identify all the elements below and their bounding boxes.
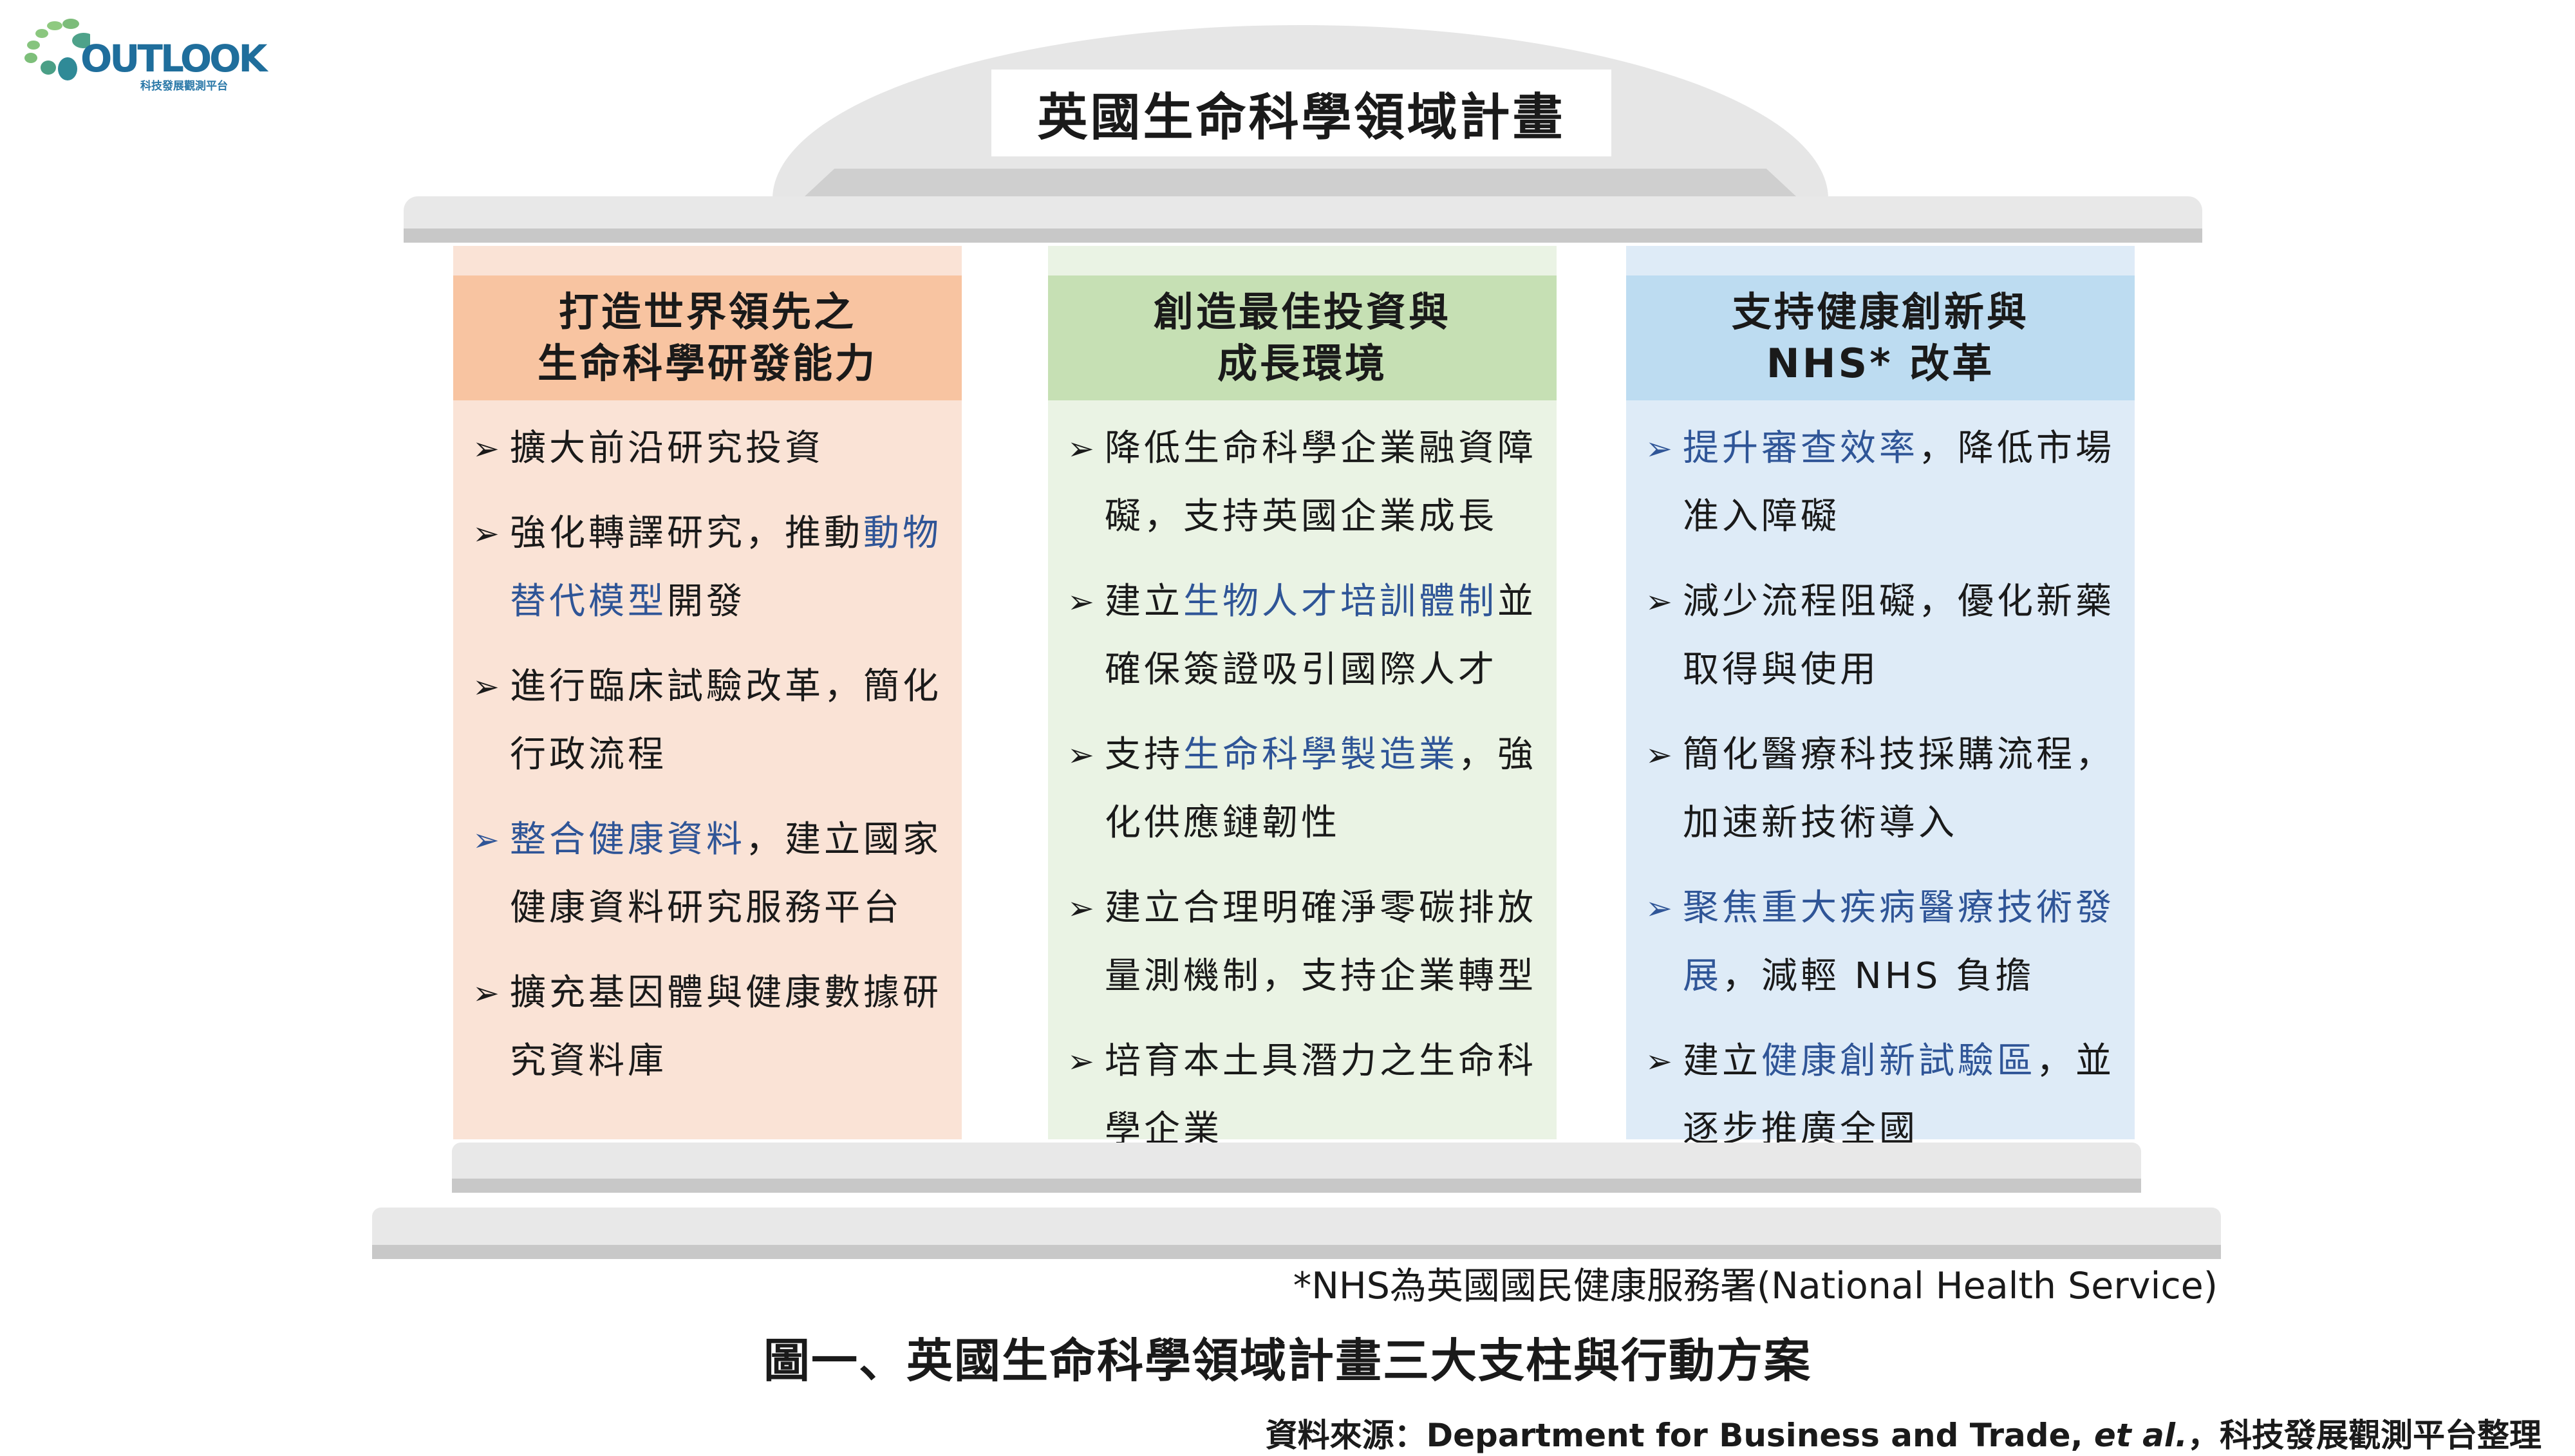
arrow-bullet-icon: ➢ xyxy=(1645,736,1676,774)
text-segment: 建立 xyxy=(1683,1040,1761,1082)
arrow-bullet-icon: ➢ xyxy=(1645,430,1676,467)
text-segment: 簡化醫療科技採購流程，加速新技術導入 xyxy=(1683,734,2115,844)
arrow-bullet-icon: ➢ xyxy=(1067,890,1098,927)
action-text: 支持生命科學製造業，強化供應鏈韌性 xyxy=(1105,721,1544,857)
figure-caption: 圖一、英國生命科學領域計畫三大支柱與行動方案 xyxy=(763,1334,1812,1388)
text-segment: 支持 xyxy=(1105,734,1183,776)
base-slab-upper xyxy=(452,1143,2141,1193)
dome-base-strip xyxy=(805,169,1796,196)
action-item: ➢建立合理明確淨零碳排放量測機制，支持企業轉型 xyxy=(1067,874,1544,1011)
action-text: 建立生物人才培訓體制並確保簽證吸引國際人才 xyxy=(1105,568,1544,704)
action-text: 強化轉譯研究，推動動物替代模型開發 xyxy=(510,499,949,636)
pillar-header: 創造最佳投資與成長環境 xyxy=(1048,275,1557,400)
text-segment: 擴大前沿研究投資 xyxy=(510,427,824,469)
logo-dots-icon xyxy=(24,19,95,80)
text-segment: ，降低市場准入障礙 xyxy=(1683,427,2115,537)
pillar-header: 打造世界領先之生命科學研發能力 xyxy=(453,275,962,400)
source-suffix: ，科技發展觀測平台整理 xyxy=(2187,1417,2542,1454)
action-text: 進行臨床試驗改革，簡化行政流程 xyxy=(510,653,949,789)
text-segment: 減少流程阻礙，優化新藥取得與使用 xyxy=(1683,581,2115,691)
action-item: ➢聚焦重大疾病醫療技術發展，減輕 NHS 負擔 xyxy=(1645,874,2122,1011)
source-etal: et al. xyxy=(2093,1417,2187,1454)
pillar-header-line: NHS* 改革 xyxy=(1766,340,1995,387)
arrow-bullet-icon: ➢ xyxy=(473,821,503,859)
action-item: ➢擴大前沿研究投資 xyxy=(473,415,949,483)
top-slab xyxy=(404,196,2202,243)
text-segment: 進行臨床試驗改革，簡化行政流程 xyxy=(510,666,942,776)
pillar-header-line: 打造世界領先之 xyxy=(558,288,856,335)
pillar-header: 支持健康創新與 NHS* 改革 xyxy=(1626,275,2135,400)
arrow-bullet-icon: ➢ xyxy=(1067,430,1098,467)
source-prefix: 資料來源：Department for Business and Trade, xyxy=(1265,1417,2094,1454)
arrow-bullet-icon: ➢ xyxy=(1645,890,1676,927)
text-segment: 建立 xyxy=(1105,581,1183,622)
action-text: 擴大前沿研究投資 xyxy=(510,415,949,483)
outlook-logo: OUTLOOK 科技發展觀測平台 xyxy=(19,10,267,93)
action-item: ➢強化轉譯研究，推動動物替代模型開發 xyxy=(473,499,949,636)
arrow-bullet-icon: ➢ xyxy=(473,430,503,467)
action-item: ➢支持生命科學製造業，強化供應鏈韌性 xyxy=(1067,721,1544,857)
logo-wordmark: OUTLOOK xyxy=(80,37,267,80)
arrow-bullet-icon: ➢ xyxy=(1645,1043,1676,1080)
arrow-bullet-icon: ➢ xyxy=(473,668,503,705)
arrow-bullet-icon: ➢ xyxy=(473,975,503,1012)
action-text: 整合健康資料，建立國家健康資料研究服務平台 xyxy=(510,806,949,942)
pillar-header-line: 生命科學研發能力 xyxy=(537,340,877,387)
diagram-title: 英國生命科學領域計畫 xyxy=(991,70,1611,156)
highlighted-text: 生物人才培訓體制 xyxy=(1183,581,1497,622)
action-text: 建立合理明確淨零碳排放量測機制，支持企業轉型 xyxy=(1105,874,1544,1011)
highlighted-text: 聚焦重大疾病醫療技術發展 xyxy=(1683,887,2115,997)
text-segment: 並確保簽證吸引國際人才 xyxy=(1105,581,1537,691)
text-segment: ，強化供應鏈韌性 xyxy=(1105,734,1537,844)
action-text: 聚焦重大疾病醫療技術發展，減輕 NHS 負擔 xyxy=(1683,874,2122,1011)
action-item: ➢建立生物人才培訓體制並確保簽證吸引國際人才 xyxy=(1067,568,1544,704)
pillar-column: 打造世界領先之生命科學研發能力➢擴大前沿研究投資➢強化轉譯研究，推動動物替代模型… xyxy=(453,246,962,1139)
action-text: 提升審查效率，降低市場准入障礙 xyxy=(1683,415,2122,551)
text-segment: ，建立國家健康資料研究服務平台 xyxy=(510,819,942,929)
text-segment: 擴充基因體與健康數據研究資料庫 xyxy=(510,972,942,1082)
source-note: 資料來源：Department for Business and Trade, … xyxy=(1266,1410,2542,1456)
text-segment: 強化轉譯研究，推動 xyxy=(510,512,863,554)
action-text: 減少流程阻礙，優化新藥取得與使用 xyxy=(1683,568,2122,704)
text-segment: 建立合理明確淨零碳排放量測機制，支持企業轉型 xyxy=(1105,887,1537,997)
action-item: ➢簡化醫療科技採購流程，加速新技術導入 xyxy=(1645,721,2122,857)
action-text: 擴充基因體與健康數據研究資料庫 xyxy=(510,959,949,1096)
arrow-bullet-icon: ➢ xyxy=(1067,583,1098,621)
highlighted-text: 生命科學製造業 xyxy=(1183,734,1458,776)
highlighted-text: 動物替代模型 xyxy=(510,512,942,622)
arrow-bullet-icon: ➢ xyxy=(1645,583,1676,621)
base-slab-lower xyxy=(372,1208,2221,1259)
footnote: *NHS為英國國民健康服務署(National Health Service) xyxy=(1293,1265,2218,1307)
action-list: ➢提升審查效率，降低市場准入障礙➢減少流程阻礙，優化新藥取得與使用➢簡化醫療科技… xyxy=(1645,415,2122,1181)
arrow-bullet-icon: ➢ xyxy=(473,515,503,552)
action-text: 簡化醫療科技採購流程，加速新技術導入 xyxy=(1683,721,2122,857)
pillar-header-line: 成長環境 xyxy=(1217,340,1387,387)
arrow-bullet-icon: ➢ xyxy=(1067,1043,1098,1080)
action-list: ➢降低生命科學企業融資障礙，支持英國企業成長➢建立生物人才培訓體制並確保簽證吸引… xyxy=(1067,415,1544,1181)
text-segment: 開發 xyxy=(667,581,745,622)
action-list: ➢擴大前沿研究投資➢強化轉譯研究，推動動物替代模型開發➢進行臨床試驗改革，簡化行… xyxy=(473,415,949,1112)
logo-subtitle: 科技發展觀測平台 xyxy=(140,80,228,93)
highlighted-text: 提升審查效率 xyxy=(1683,427,1918,469)
pillar-header-line: 支持健康創新與 xyxy=(1731,288,2029,335)
pillar-column: 創造最佳投資與成長環境➢降低生命科學企業融資障礙，支持英國企業成長➢建立生物人才… xyxy=(1048,246,1557,1150)
action-item: ➢擴充基因體與健康數據研究資料庫 xyxy=(473,959,949,1096)
text-segment: ，減輕 NHS 負擔 xyxy=(1722,955,2035,997)
action-item: ➢降低生命科學企業融資障礙，支持英國企業成長 xyxy=(1067,415,1544,551)
text-segment: 培育本土具潛力之生命科學企業 xyxy=(1105,1040,1537,1150)
action-item: ➢提升審查效率，降低市場准入障礙 xyxy=(1645,415,2122,551)
action-item: ➢進行臨床試驗改革，簡化行政流程 xyxy=(473,653,949,789)
highlighted-text: 健康創新試驗區 xyxy=(1761,1040,2036,1082)
text-segment: 降低生命科學企業融資障礙，支持英國企業成長 xyxy=(1105,427,1537,537)
action-item: ➢整合健康資料，建立國家健康資料研究服務平台 xyxy=(473,806,949,942)
action-item: ➢減少流程阻礙，優化新藥取得與使用 xyxy=(1645,568,2122,704)
highlighted-text: 整合健康資料 xyxy=(510,819,745,861)
action-text: 降低生命科學企業融資障礙，支持英國企業成長 xyxy=(1105,415,1544,551)
arrow-bullet-icon: ➢ xyxy=(1067,736,1098,774)
pillar-header-line: 創造最佳投資與 xyxy=(1153,288,1451,335)
